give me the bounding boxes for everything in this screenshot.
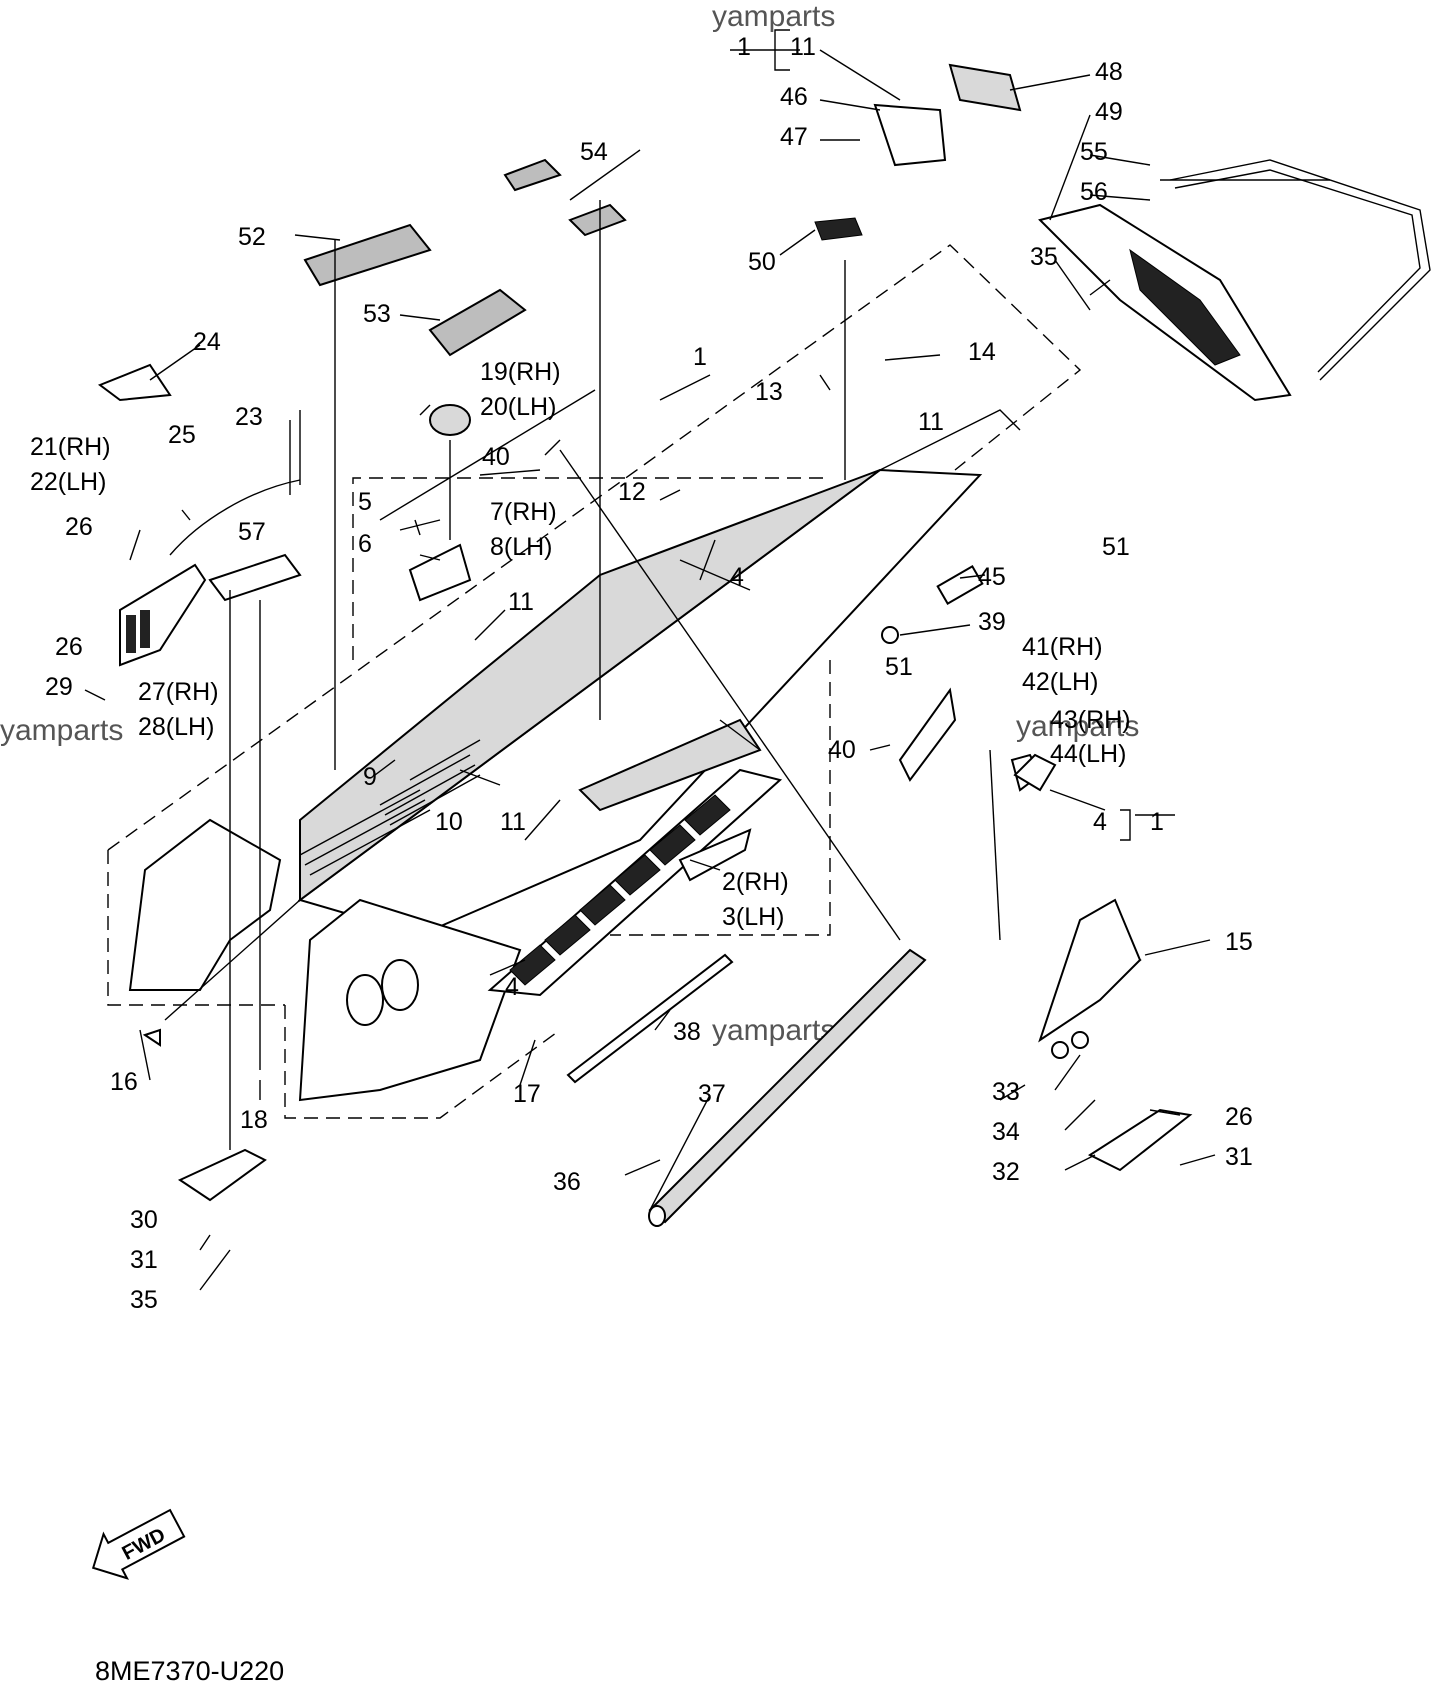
callout-26-c: 26 bbox=[1225, 1103, 1253, 1131]
callout-31-right: 31 bbox=[1225, 1143, 1253, 1171]
bars bbox=[566, 948, 927, 1227]
callout-53: 53 bbox=[363, 300, 391, 328]
callout-41-rh: 41(RH) bbox=[1022, 633, 1103, 661]
callout-18: 18 bbox=[240, 1106, 268, 1134]
callout-11-a: 11 bbox=[918, 408, 944, 436]
callout-16: 16 bbox=[110, 1068, 138, 1096]
fwd-arrow: FWD bbox=[91, 1508, 186, 1580]
callout-4-b: 4 bbox=[1093, 808, 1107, 836]
callout-29: 29 bbox=[45, 673, 73, 701]
assembly-outlines bbox=[107, 244, 1082, 1119]
bracket-marks bbox=[774, 29, 1131, 841]
watermark-mid: yamparts bbox=[712, 1014, 835, 1047]
callout-20-lh: 20(LH) bbox=[480, 393, 556, 421]
side-panel-left bbox=[128, 818, 522, 1102]
callout-4-c: 4 bbox=[505, 973, 519, 1001]
callout-43-rh: 43(RH) bbox=[1050, 706, 1131, 734]
callout-37: 37 bbox=[698, 1080, 726, 1108]
left-bracket bbox=[119, 479, 301, 667]
callout-45: 45 bbox=[978, 563, 1006, 591]
callout-31-left: 31 bbox=[130, 1246, 158, 1274]
callout-2-rh: 2(RH) bbox=[722, 868, 789, 896]
callout-33: 33 bbox=[992, 1078, 1020, 1106]
callout-11-c: 11 bbox=[500, 808, 526, 836]
callout-12: 12 bbox=[618, 478, 646, 506]
callout-49: 49 bbox=[1095, 98, 1123, 126]
callout-40-mid: 40 bbox=[828, 736, 856, 764]
tunnel-vents bbox=[299, 739, 481, 876]
tunnel-frame bbox=[297, 409, 1021, 937]
callout-47: 47 bbox=[780, 123, 808, 151]
callout-1-top: 1 bbox=[737, 33, 751, 61]
pads bbox=[97, 158, 863, 602]
callout-42-lh: 42(LH) bbox=[1022, 668, 1098, 696]
callout-56: 56 bbox=[1080, 178, 1108, 206]
callout-17: 17 bbox=[513, 1080, 541, 1108]
watermark-right: yamparts bbox=[1016, 710, 1139, 743]
callout-19-rh: 19(RH) bbox=[480, 358, 561, 386]
rear-bumper bbox=[1160, 159, 1431, 381]
callout-8-lh: 8(LH) bbox=[490, 533, 553, 561]
left-step bbox=[177, 1148, 267, 1202]
callout-7-rh: 7(RH) bbox=[490, 498, 557, 526]
callout-32: 32 bbox=[992, 1158, 1020, 1186]
callout-5: 5 bbox=[358, 488, 372, 516]
callouts: 1 11 46 47 48 49 55 56 35 54 52 53 50 24… bbox=[30, 33, 1253, 1314]
callout-1-right: 1 bbox=[1150, 808, 1164, 836]
callout-50: 50 bbox=[748, 248, 776, 276]
rear-flap bbox=[1038, 203, 1292, 402]
callout-21-rh: 21(RH) bbox=[30, 433, 111, 461]
callout-26-b: 26 bbox=[55, 633, 83, 661]
running-board bbox=[487, 718, 783, 997]
callout-51-top: 51 bbox=[1102, 533, 1130, 561]
step-plate bbox=[1038, 898, 1193, 1172]
callout-11-top: 11 bbox=[790, 33, 816, 61]
diagram-code: 8ME7370-U220 bbox=[95, 1656, 284, 1686]
callout-46: 46 bbox=[780, 83, 808, 111]
callout-35-left: 35 bbox=[130, 1286, 158, 1314]
callout-11-b: 11 bbox=[508, 588, 534, 616]
callout-40-top: 40 bbox=[482, 443, 510, 471]
callout-23: 23 bbox=[235, 403, 263, 431]
top-brackets bbox=[873, 63, 1022, 167]
callout-27-rh: 27(RH) bbox=[138, 678, 219, 706]
small-parts bbox=[142, 404, 1057, 1047]
callout-6: 6 bbox=[358, 530, 372, 558]
callout-10: 10 bbox=[435, 808, 463, 836]
callout-51-mid: 51 bbox=[885, 653, 913, 681]
watermark-left: yamparts bbox=[0, 714, 123, 747]
callout-13: 13 bbox=[755, 378, 783, 406]
callout-48: 48 bbox=[1095, 58, 1123, 86]
callout-3-lh: 3(LH) bbox=[722, 903, 785, 931]
callout-39: 39 bbox=[978, 608, 1006, 636]
callout-52: 52 bbox=[238, 223, 266, 251]
callout-15: 15 bbox=[1225, 928, 1253, 956]
callout-25: 25 bbox=[168, 421, 196, 449]
watermark-top: yamparts bbox=[712, 0, 835, 33]
callout-44-lh: 44(LH) bbox=[1050, 740, 1126, 768]
callout-9: 9 bbox=[363, 763, 377, 791]
callout-24: 24 bbox=[193, 328, 221, 356]
callout-14: 14 bbox=[968, 338, 996, 366]
callout-4-a: 4 bbox=[730, 563, 744, 591]
leader-lines bbox=[84, 49, 1216, 1291]
callout-34: 34 bbox=[992, 1118, 1020, 1146]
callout-54: 54 bbox=[580, 138, 608, 166]
callout-55: 55 bbox=[1080, 138, 1108, 166]
callout-35-right: 35 bbox=[1030, 243, 1058, 271]
callout-36: 36 bbox=[553, 1168, 581, 1196]
callout-57: 57 bbox=[238, 518, 266, 546]
callout-22-lh: 22(LH) bbox=[30, 468, 106, 496]
callout-28-lh: 28(LH) bbox=[138, 713, 214, 741]
callout-30: 30 bbox=[130, 1206, 158, 1234]
callout-38: 38 bbox=[673, 1018, 701, 1046]
callout-26-a: 26 bbox=[65, 513, 93, 541]
callout-1: 1 bbox=[693, 343, 707, 371]
